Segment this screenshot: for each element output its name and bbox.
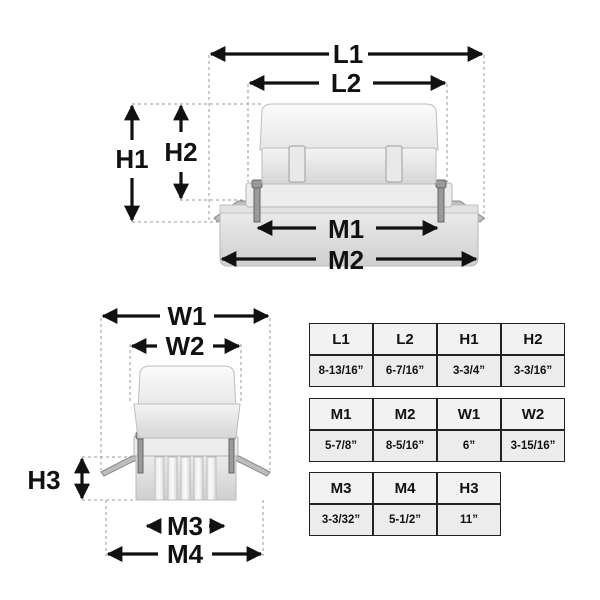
table-cell: 3-3/32” (309, 504, 373, 536)
enclosure-side-view (100, 365, 271, 501)
spec-table-lengths-heights: L1 L2 H1 H2 8-13/16” 6-7/16” 3-3/4” 3-3/… (309, 323, 565, 387)
label-L2: L2 (331, 68, 361, 98)
table-cell: M4 (373, 472, 437, 504)
label-M1: M1 (328, 214, 364, 244)
label-L1: L1 (333, 39, 363, 69)
label-M4: M4 (167, 539, 204, 569)
table-header-row: M3 M4 H3 (309, 472, 501, 504)
table-cell: L2 (373, 323, 437, 355)
table-cell: 3-15/16” (501, 430, 565, 462)
spec-table-side-dimensions: M3 M4 H3 3-3/32” 5-1/2” 11” (309, 472, 501, 536)
table-cell: H2 (501, 323, 565, 355)
enclosure-front-view (213, 103, 485, 267)
table-cell: L1 (309, 323, 373, 355)
table-cell: M3 (309, 472, 373, 504)
table-cell: 11” (437, 504, 501, 536)
dimension-arrows-bottom (74, 308, 270, 562)
table-cell: W2 (501, 398, 565, 430)
label-M3: M3 (167, 511, 203, 541)
table-value-row: 8-13/16” 6-7/16” 3-3/4” 3-3/16” (309, 355, 565, 387)
table-cell: M2 (373, 398, 437, 430)
extension-lines-bottom (82, 318, 271, 556)
table-cell: 3-3/16” (501, 355, 565, 387)
cooling-fins (154, 456, 217, 501)
label-H1: H1 (115, 144, 148, 174)
table-cell: 3-3/4” (437, 355, 501, 387)
table-cell: 8-13/16” (309, 355, 373, 387)
extension-lines-top (132, 55, 485, 223)
label-W2: W2 (166, 331, 205, 361)
table-value-row: 5-7/8” 8-5/16” 6” 3-15/16” (309, 430, 565, 462)
table-cell: 5-1/2” (373, 504, 437, 536)
table-header-row: L1 L2 H1 H2 (309, 323, 565, 355)
label-H2: H2 (164, 137, 197, 167)
table-cell: H1 (437, 323, 501, 355)
table-cell: 6-7/16” (373, 355, 437, 387)
dimension-labels: L1 L2 H1 H2 M1 M2 W1 W2 H3 M3 M4 (27, 39, 364, 569)
label-M2: M2 (328, 245, 364, 275)
label-W1: W1 (168, 301, 207, 331)
table-cell: 6” (437, 430, 501, 462)
dimension-arrows-top (124, 46, 484, 267)
table-cell: H3 (437, 472, 501, 504)
table-cell: M1 (309, 398, 373, 430)
table-value-row: 3-3/32” 5-1/2” 11” (309, 504, 501, 536)
spec-table-mounting-widths: M1 M2 W1 W2 5-7/8” 8-5/16” 6” 3-15/16” (309, 398, 565, 462)
label-H3: H3 (27, 465, 60, 495)
table-cell: W1 (437, 398, 501, 430)
table-cell: 8-5/16” (373, 430, 437, 462)
table-header-row: M1 M2 W1 W2 (309, 398, 565, 430)
table-cell: 5-7/8” (309, 430, 373, 462)
